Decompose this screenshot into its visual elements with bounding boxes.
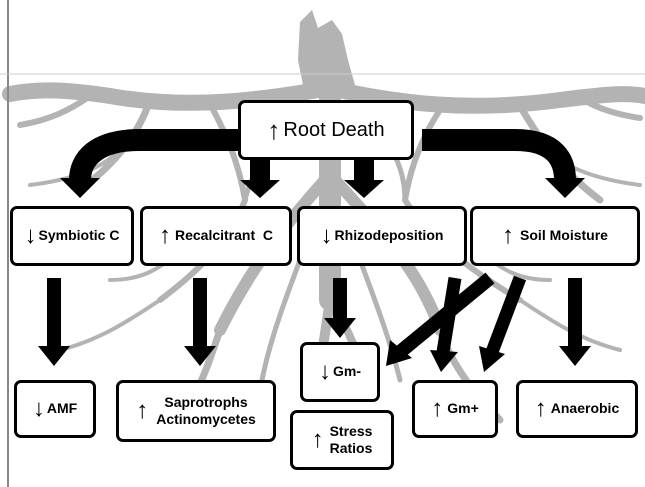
node-gm-plus: ↑ Gm+ bbox=[412, 380, 498, 438]
node-stress-ratios: ↑ Stress Ratios bbox=[290, 410, 394, 470]
node-label: Gm- bbox=[333, 363, 361, 381]
up-arrow-icon: ↑ bbox=[267, 117, 280, 143]
node-label: Gm+ bbox=[447, 400, 479, 418]
node-saprotrophs-actinomycetes: ↑ Saprotrophs Actinomycetes bbox=[116, 380, 276, 442]
node-label: Anaerobic bbox=[551, 400, 619, 418]
node-label: Saprotrophs Actinomycetes bbox=[156, 394, 256, 429]
node-root-death: ↑ Root Death bbox=[238, 100, 414, 160]
up-arrow-icon: ↑ bbox=[431, 397, 443, 421]
node-label: Stress Ratios bbox=[330, 423, 373, 458]
node-amf: ↓ AMF bbox=[14, 380, 96, 438]
node-label-line1: Stress bbox=[330, 423, 373, 441]
node-gm-minus: ↓ Gm- bbox=[300, 342, 380, 402]
node-recalcitrant-c: ↑ Recalcitrant C bbox=[140, 206, 292, 266]
node-soil-moisture: ↑ Soil Moisture bbox=[470, 206, 640, 266]
up-arrow-icon: ↑ bbox=[312, 428, 324, 452]
node-label: Symbiotic C bbox=[39, 227, 120, 245]
node-label: AMF bbox=[47, 400, 77, 418]
node-label: Root Death bbox=[283, 118, 384, 143]
node-label-line1: Saprotrophs bbox=[156, 394, 256, 412]
up-arrow-icon: ↑ bbox=[159, 224, 171, 248]
down-arrow-icon: ↓ bbox=[321, 224, 333, 248]
up-arrow-icon: ↑ bbox=[136, 399, 148, 423]
down-arrow-icon: ↓ bbox=[319, 360, 331, 384]
node-anaerobic: ↑ Anaerobic bbox=[516, 380, 638, 438]
node-symbiotic-c: ↓ Symbiotic C bbox=[10, 206, 134, 266]
node-label: Soil Moisture bbox=[520, 227, 608, 245]
up-arrow-icon: ↑ bbox=[502, 224, 514, 248]
node-label-line2: Ratios bbox=[330, 440, 373, 458]
node-label: Recalcitrant C bbox=[175, 227, 273, 245]
down-arrow-icon: ↓ bbox=[33, 397, 45, 421]
node-rhizodeposition: ↓ Rhizodeposition bbox=[297, 206, 467, 266]
up-arrow-icon: ↑ bbox=[535, 397, 547, 421]
node-label-line2: Actinomycetes bbox=[156, 411, 256, 429]
node-label: Rhizodeposition bbox=[335, 227, 444, 245]
down-arrow-icon: ↓ bbox=[25, 224, 37, 248]
